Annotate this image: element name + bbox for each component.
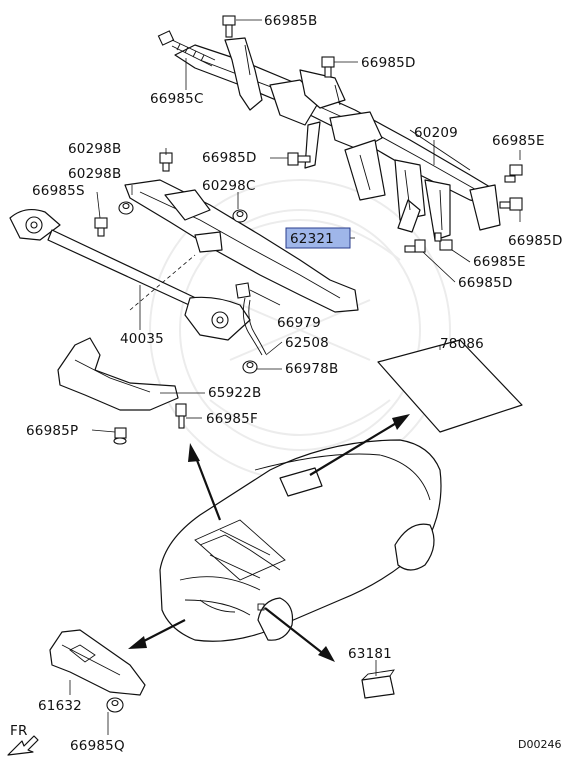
label-66985E-mid: 66985E — [473, 254, 526, 270]
highlight-62321: 62321 — [285, 227, 351, 249]
label-66985P: 66985P — [26, 423, 78, 439]
undercover-61632 — [49, 629, 146, 696]
front-direction-indicator: FR — [7, 723, 39, 756]
label-66985D-low: 66985D — [458, 275, 513, 291]
label-63181: 63181 — [348, 646, 392, 662]
label-66985F: 66985F — [206, 411, 258, 427]
bolt-66985E-top — [504, 164, 523, 183]
nut-60298B-2 — [118, 201, 134, 215]
bolt-66985Q — [106, 697, 124, 713]
bolt-66985D-top — [321, 56, 335, 78]
label-78086: 78086 — [440, 336, 484, 352]
arrow-to-sticker — [309, 414, 410, 476]
label-40035: 40035 — [120, 331, 164, 347]
label-66985E-top: 66985E — [492, 133, 545, 149]
long-bolt-66985C — [157, 30, 216, 67]
clip-66978B — [242, 360, 258, 374]
label-66985Q: 66985Q — [70, 738, 125, 754]
pad-63181 — [361, 669, 395, 699]
bolt-66985B — [222, 15, 236, 38]
nut-60298B — [159, 152, 173, 172]
label-62508: 62508 — [285, 335, 329, 351]
strut-bar-40035 — [9, 208, 251, 341]
bolt-66985S — [94, 217, 108, 237]
label-62321: 62321 — [290, 231, 334, 247]
label-66985D-right: 66985D — [508, 233, 563, 249]
label-66985S: 66985S — [32, 183, 85, 199]
diagram-code: D00246 — [518, 738, 561, 751]
label-66985D-mid: 66985D — [202, 150, 257, 166]
arrow-to-undercover — [128, 619, 186, 649]
label-60298B-1: 60298B — [68, 141, 121, 157]
label-60209: 60209 — [414, 125, 458, 141]
bolt-66985F — [175, 403, 187, 429]
bolt-66985D-low — [404, 239, 426, 253]
label-66985C: 66985C — [150, 91, 204, 107]
label-60298C: 60298C — [202, 178, 256, 194]
vehicle-outline — [159, 439, 442, 642]
label-66985B: 66985B — [264, 13, 317, 29]
front-arrow-icon — [7, 735, 39, 756]
label-61632: 61632 — [38, 698, 82, 714]
label-sheet-78086 — [377, 339, 523, 433]
arrow-to-support — [188, 443, 222, 521]
bolt-66985E-mid — [434, 232, 453, 251]
nut-60298C — [232, 209, 248, 223]
label-66978B: 66978B — [285, 361, 338, 377]
label-66979: 66979 — [277, 315, 321, 331]
label-65922B: 65922B — [208, 385, 261, 401]
label-66985D-top: 66985D — [361, 55, 416, 71]
front-label: FR — [10, 723, 28, 739]
lower-plate-65922B — [57, 337, 179, 411]
leader-lines — [69, 19, 521, 735]
lower-bracket-62321 — [124, 179, 359, 313]
label-60298B-2: 60298B — [68, 166, 121, 182]
bolt-66985D-mid — [287, 152, 311, 166]
bolt-66985D-right — [499, 197, 523, 211]
clip-66979 — [235, 282, 251, 299]
bolt-66985P — [113, 427, 127, 445]
arrow-to-bumper — [264, 607, 335, 662]
steering-support-member — [174, 37, 501, 241]
hose-62508 — [242, 297, 267, 356]
